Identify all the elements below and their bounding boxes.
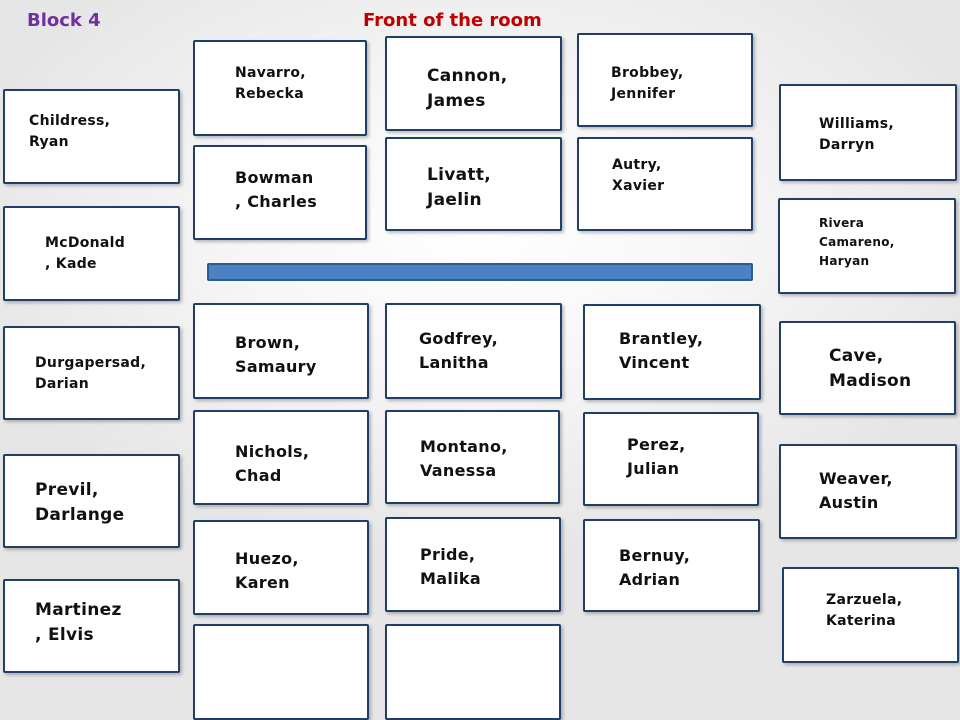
seat-weaver: Weaver, Austin <box>779 444 957 539</box>
student-name: Montano, Vanessa <box>420 437 508 480</box>
seat-perez: Perez, Julian <box>583 412 759 506</box>
front-of-room-label: Front of the room <box>363 10 542 31</box>
seat-martinez: Martinez , Elvis <box>3 579 180 673</box>
seat-mcdonald: McDonald , Kade <box>3 206 180 301</box>
student-name: Weaver, Austin <box>819 469 893 512</box>
seat-montano: Montano, Vanessa <box>385 410 560 504</box>
student-name: Livatt, Jaelin <box>427 165 492 210</box>
student-name: Williams, Darryn <box>819 116 895 153</box>
student-name: Godfrey, Lanitha <box>419 329 498 372</box>
student-name: Bowman , Charles <box>235 168 318 211</box>
student-name: Durgapersad, Darian <box>35 355 147 392</box>
seat-godfrey: Godfrey, Lanitha <box>385 303 562 399</box>
seat-brantley: Brantley, Vincent <box>583 304 761 400</box>
front-of-room-bar <box>207 263 753 281</box>
student-name: Pride, Malika <box>420 545 481 588</box>
student-name: Cave, Madison <box>829 346 912 391</box>
seat-cannon: Cannon, James <box>385 36 562 131</box>
student-name: Autry, Xavier <box>612 157 665 194</box>
student-name: Brobbey, Jennifer <box>611 65 684 102</box>
seat-rivera: Rivera Camareno, Haryan <box>778 198 956 294</box>
student-name: Navarro, Rebecka <box>235 65 306 102</box>
seat-livatt: Livatt, Jaelin <box>385 137 562 231</box>
seat-brown: Brown, Samaury <box>193 303 369 399</box>
seat-empty-center <box>385 624 561 720</box>
student-name: Martinez , Elvis <box>35 600 122 645</box>
seat-williams: Williams, Darryn <box>779 84 957 181</box>
seat-bernuy: Bernuy, Adrian <box>583 519 760 612</box>
seat-childress: Childress, Ryan <box>3 89 180 184</box>
student-name: Brown, Samaury <box>235 333 317 376</box>
student-name: Cannon, James <box>427 66 508 111</box>
seat-brobbey: Brobbey, Jennifer <box>577 33 753 127</box>
student-name: McDonald , Kade <box>45 235 126 272</box>
student-name: Previl, Darlange <box>35 480 125 525</box>
seat-cave: Cave, Madison <box>779 321 956 415</box>
student-name: Huezo, Karen <box>235 549 299 592</box>
seat-bowman: Bowman , Charles <box>193 145 367 240</box>
seat-zarzuela: Zarzuela, Katerina <box>782 567 959 663</box>
seat-huezo: Huezo, Karen <box>193 520 369 615</box>
seat-nichols: Nichols, Chad <box>193 410 369 505</box>
seat-durgapersad: Durgapersad, Darian <box>3 326 180 420</box>
student-name: Perez, Julian <box>627 435 686 478</box>
student-name: Childress, Ryan <box>29 113 111 150</box>
student-name: Bernuy, Adrian <box>619 546 691 589</box>
seat-previl: Previl, Darlange <box>3 454 180 548</box>
seat-empty-left <box>193 624 369 720</box>
seat-autry: Autry, Xavier <box>577 137 753 231</box>
student-name: Rivera Camareno, Haryan <box>819 216 895 268</box>
seat-pride: Pride, Malika <box>385 517 561 612</box>
student-name: Brantley, Vincent <box>619 329 704 372</box>
student-name: Zarzuela, Katerina <box>826 592 903 629</box>
seat-navarro: Navarro, Rebecka <box>193 40 367 136</box>
student-name: Nichols, Chad <box>235 442 310 485</box>
block-title: Block 4 <box>27 10 101 31</box>
